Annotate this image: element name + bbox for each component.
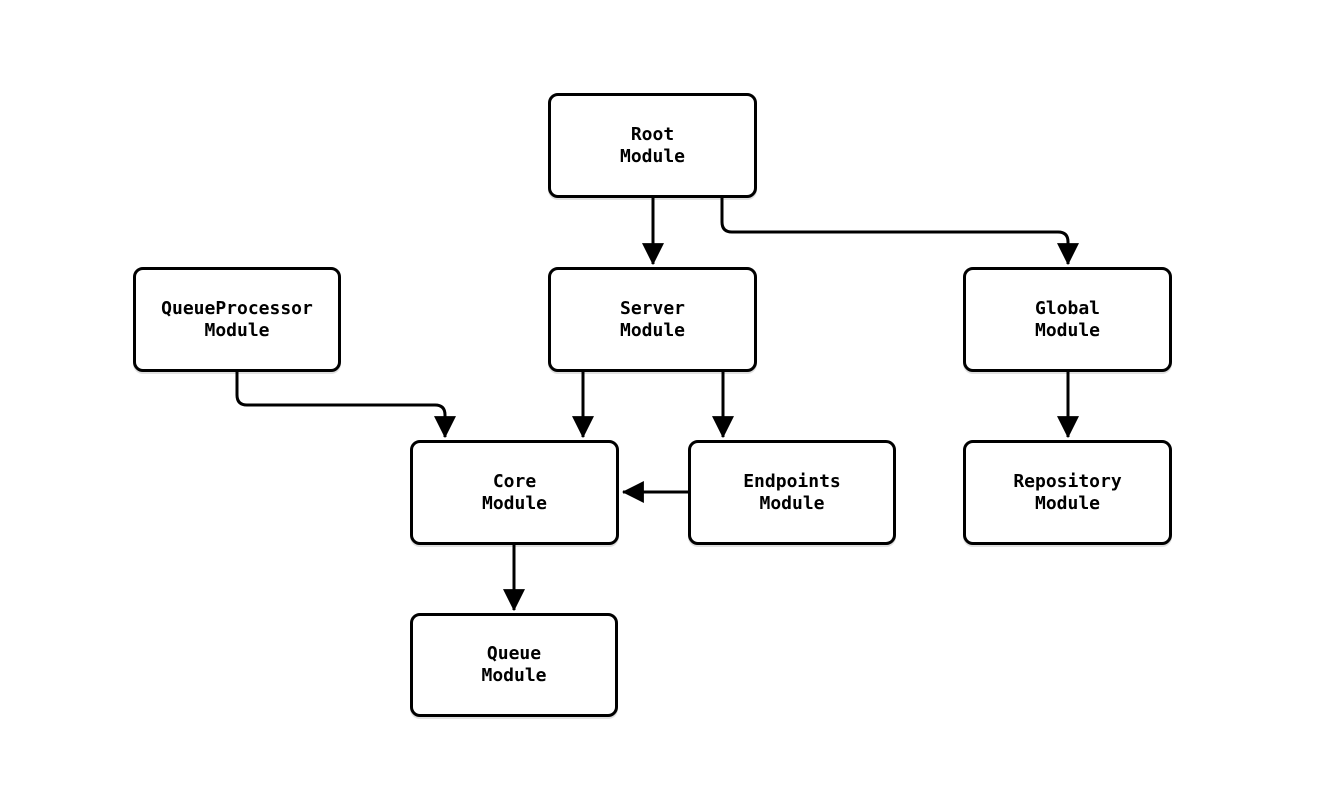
node-label: Root [630, 123, 675, 145]
node-label: Module [481, 492, 548, 514]
node-label: Module [759, 492, 825, 514]
node-root-module: Root Module [548, 93, 757, 198]
node-label: Module [619, 145, 686, 167]
node-label: Global [1034, 297, 1101, 319]
node-label: QueueProcessor [161, 297, 313, 319]
node-queueprocessor-module: QueueProcessor Module [133, 267, 341, 372]
node-label: Endpoints [743, 470, 841, 492]
node-label: Module [481, 665, 547, 686]
node-label: Module [1034, 492, 1101, 514]
node-endpoints-module: Endpoints Module [688, 440, 896, 545]
node-label: Server [619, 297, 686, 319]
node-repository-module: Repository Module [963, 440, 1172, 545]
edge-root-to-global [720, 198, 1079, 266]
node-label: Module [204, 319, 270, 341]
node-label: Queue [486, 643, 542, 664]
node-label: Repository [1013, 470, 1122, 492]
edge-queueprocessor-to-core [235, 372, 456, 439]
node-core-module: Core Module [410, 440, 619, 545]
node-queue-module: Queue Module [410, 613, 618, 717]
node-global-module: Global Module [963, 267, 1172, 372]
node-server-module: Server Module [548, 267, 757, 372]
node-label: Core [492, 470, 537, 492]
node-label: Module [619, 319, 686, 341]
node-label: Module [1034, 319, 1101, 341]
